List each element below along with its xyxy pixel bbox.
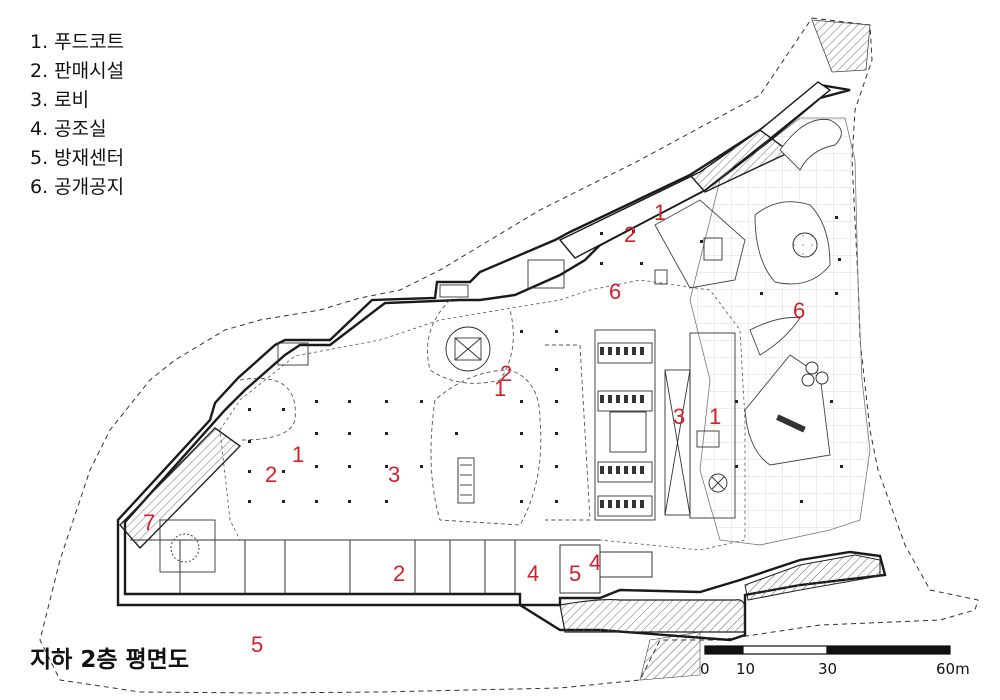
zone-label: 6	[793, 298, 806, 323]
legend-item-hvac-room: 4. 공조실	[30, 118, 107, 140]
legend-item-food-court: 1. 푸드코트	[30, 31, 125, 53]
scale-tick-0: 0	[700, 660, 710, 678]
scale-bar-graphic	[704, 645, 951, 655]
scale-tick-60m: 60m	[936, 660, 970, 678]
zone-label: 7	[143, 510, 156, 535]
zone-label: 6	[609, 279, 622, 304]
zone-label: 2	[393, 561, 406, 586]
zone-label: 5	[569, 561, 582, 586]
zone-label: 2	[624, 222, 637, 247]
zone-label: 3	[388, 462, 401, 487]
building-outline	[116, 83, 887, 642]
zone-label: 1	[654, 200, 667, 225]
zone-label: 5	[251, 632, 264, 657]
legend-item-retail: 2. 판매시설	[30, 60, 125, 82]
scale-tick-30: 30	[818, 660, 838, 678]
site-boundary	[39, 17, 979, 694]
legend: 1. 푸드코트 2. 판매시설 3. 로비 4. 공조실 5. 방재센터 6. …	[30, 28, 124, 202]
zone-label: 2	[265, 462, 278, 487]
zone-label: 1	[709, 404, 722, 429]
zone-label: 4	[527, 561, 540, 586]
zone-label: 1	[292, 442, 305, 467]
zone-label: 2	[500, 361, 513, 386]
legend-item-lobby: 3. 로비	[30, 89, 90, 111]
scale-tick-10: 10	[736, 660, 756, 678]
zone-label: 4	[589, 550, 602, 575]
legend-item-disaster-center: 5. 방재센터	[30, 147, 125, 169]
zone-label: 3	[673, 404, 686, 429]
zone-label: 1	[494, 376, 507, 401]
plan-title: 지하 2층 평면도	[30, 647, 189, 673]
legend-item-public-space: 6. 공개공지	[30, 176, 125, 198]
